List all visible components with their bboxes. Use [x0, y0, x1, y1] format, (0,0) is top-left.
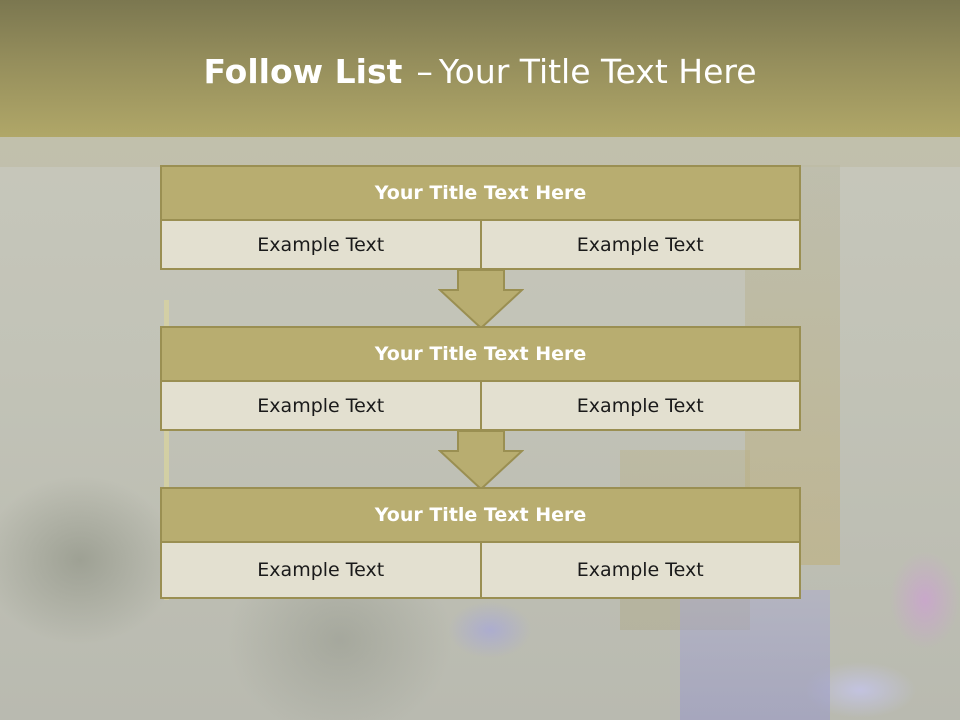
step-row: Example Text Example Text: [160, 221, 801, 270]
step-title: Your Title Text Here: [160, 326, 801, 382]
title-bold: Follow List: [203, 52, 403, 91]
background-lamp-pole: [164, 300, 169, 600]
step-block-3: Your Title Text Here Example Text Exampl…: [160, 487, 801, 599]
step-title: Your Title Text Here: [160, 165, 801, 221]
step-cell-left: Example Text: [162, 382, 480, 429]
step-cell-right: Example Text: [479, 382, 799, 429]
header-strip: [0, 137, 960, 167]
step-cell-left: Example Text: [162, 543, 480, 597]
title-rest: Your Title Text Here: [438, 52, 757, 91]
slide-title: Follow List–Your Title Text Here: [0, 52, 960, 91]
step-cell-left: Example Text: [162, 221, 480, 268]
step-block-1: Your Title Text Here Example Text Exampl…: [160, 165, 801, 270]
step-row: Example Text Example Text: [160, 543, 801, 599]
down-arrow-icon: [438, 431, 524, 491]
step-row: Example Text Example Text: [160, 382, 801, 431]
step-cell-right: Example Text: [479, 221, 799, 268]
slide-header: [0, 0, 960, 137]
step-cell-right: Example Text: [479, 543, 799, 597]
background-house: [680, 590, 830, 720]
title-separator: –: [416, 52, 433, 91]
step-block-2: Your Title Text Here Example Text Exampl…: [160, 326, 801, 431]
down-arrow-icon: [438, 270, 524, 330]
step-title: Your Title Text Here: [160, 487, 801, 543]
